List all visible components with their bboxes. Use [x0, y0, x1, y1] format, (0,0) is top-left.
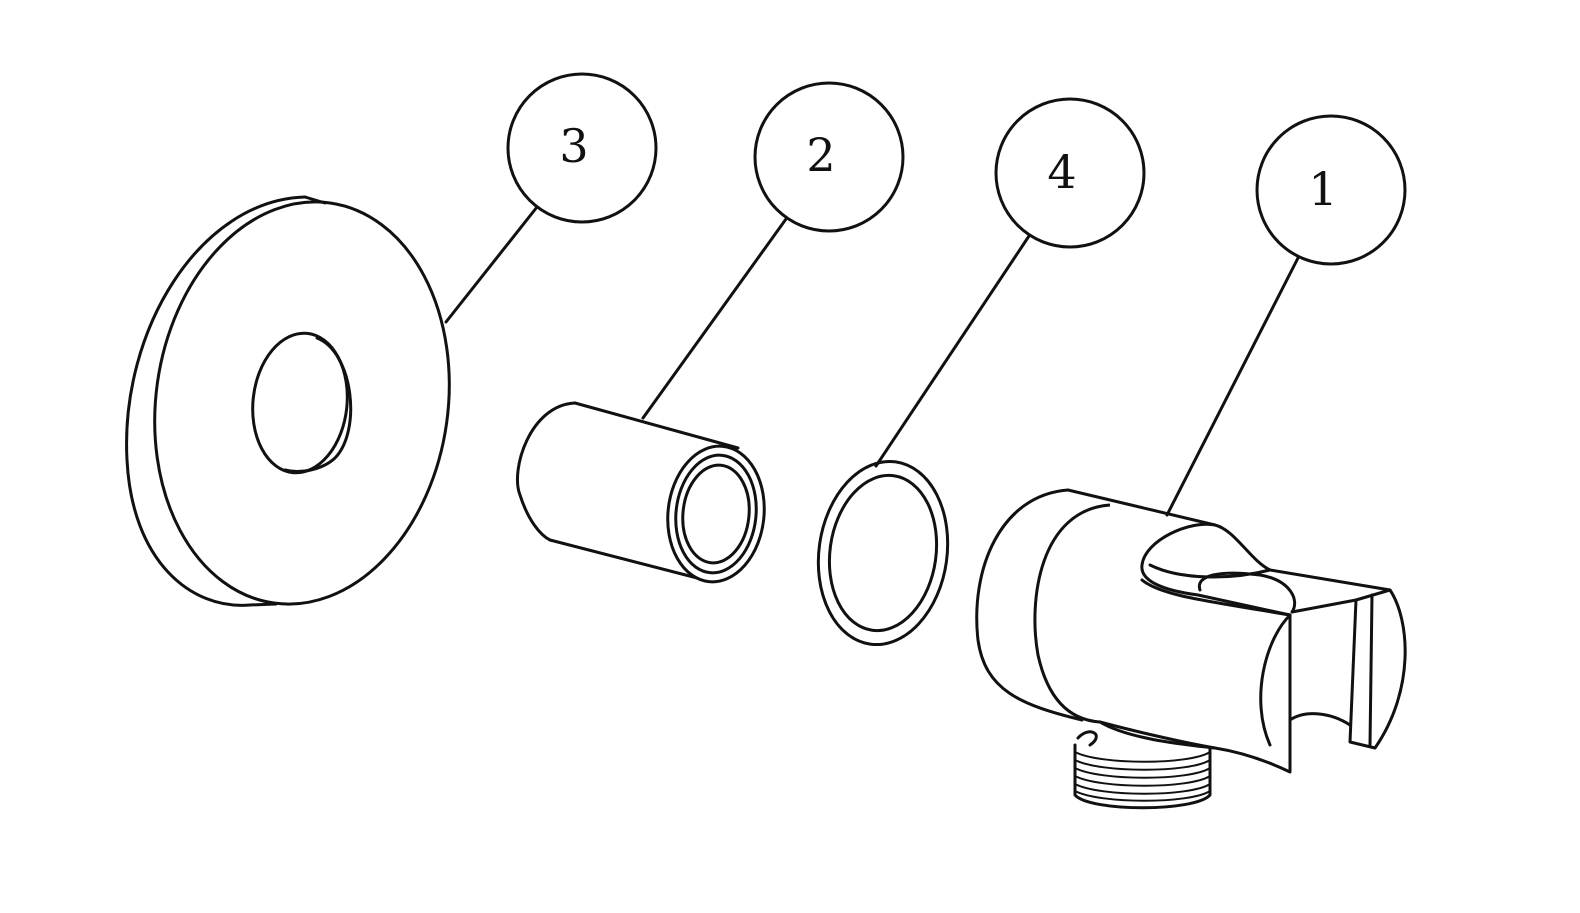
callout-2: 2	[753, 81, 905, 233]
leader-3	[444, 205, 539, 324]
callout-3-label: 3	[559, 119, 588, 173]
part-3-flange-disc	[125, 195, 451, 607]
callout-2-label: 2	[806, 128, 835, 182]
callout-4-label: 4	[1047, 145, 1076, 199]
leader-1	[1165, 256, 1300, 517]
threaded-nipple	[1073, 730, 1212, 810]
leader-2	[641, 217, 788, 420]
part-1-holder-outlet	[975, 488, 1407, 810]
callout-1: 1	[1255, 114, 1407, 266]
part-2-sleeve-tube	[515, 401, 766, 584]
leader-lines	[444, 205, 1300, 517]
leader-4	[874, 234, 1031, 468]
callout-4: 4	[994, 97, 1146, 249]
callout-1-label: 1	[1308, 162, 1337, 216]
callout-3: 3	[506, 72, 658, 224]
part-4-o-ring	[816, 459, 950, 647]
